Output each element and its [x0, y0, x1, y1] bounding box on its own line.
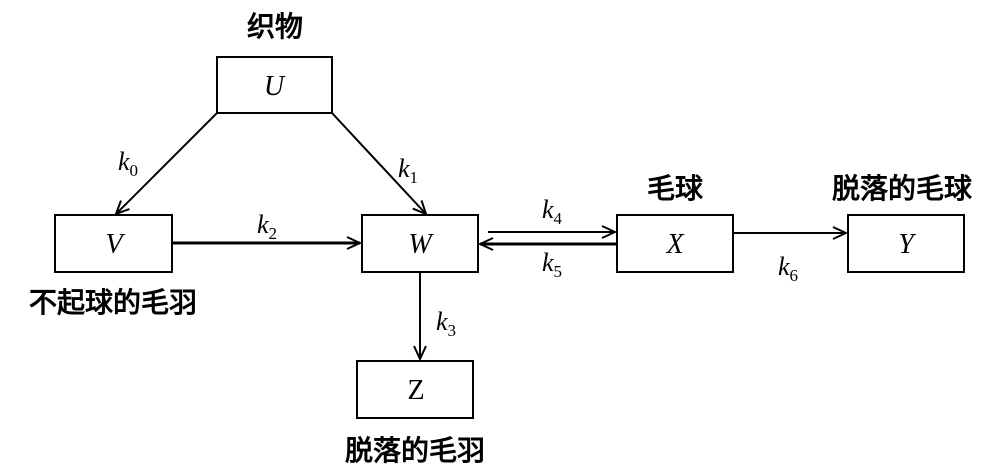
node-z: Z — [356, 360, 474, 419]
caption-pills: 毛球 — [647, 172, 704, 205]
node-w-box — [361, 214, 479, 273]
node-x: X — [616, 214, 734, 273]
caption-fabric: 织物 — [247, 10, 303, 43]
rate-k1: k1 — [398, 154, 418, 187]
node-x-box — [616, 214, 734, 273]
rate-k0: k0 — [118, 147, 138, 180]
edge-u-to-v — [116, 112, 218, 214]
caption-detached-fuzz: 脱落的毛羽 — [345, 434, 485, 467]
node-y-box — [847, 214, 965, 273]
rate-k5: k5 — [542, 248, 562, 281]
rate-k6: k6 — [778, 252, 798, 285]
rate-k2: k2 — [257, 210, 277, 243]
rate-k4: k4 — [542, 195, 563, 228]
node-x-symbol: X — [665, 229, 684, 260]
node-z-box — [356, 360, 474, 419]
node-z-symbol: Z — [407, 375, 424, 406]
node-u-box — [216, 56, 333, 114]
edge-u-to-w — [331, 112, 426, 214]
node-u: U — [216, 56, 333, 114]
node-w: W — [361, 214, 479, 273]
node-v-symbol: V — [105, 229, 125, 260]
node-v: V — [54, 214, 173, 273]
caption-unpilled-fuzz: 不起球的毛羽 — [29, 286, 197, 319]
node-v-box — [54, 214, 173, 273]
node-y-symbol: Y — [898, 229, 917, 260]
node-w-symbol: W — [408, 229, 434, 260]
rate-k3: k3 — [436, 307, 456, 340]
node-u-symbol: U — [264, 71, 286, 102]
caption-detached-pills: 脱落的毛球 — [832, 172, 973, 205]
node-y: Y — [847, 214, 965, 273]
